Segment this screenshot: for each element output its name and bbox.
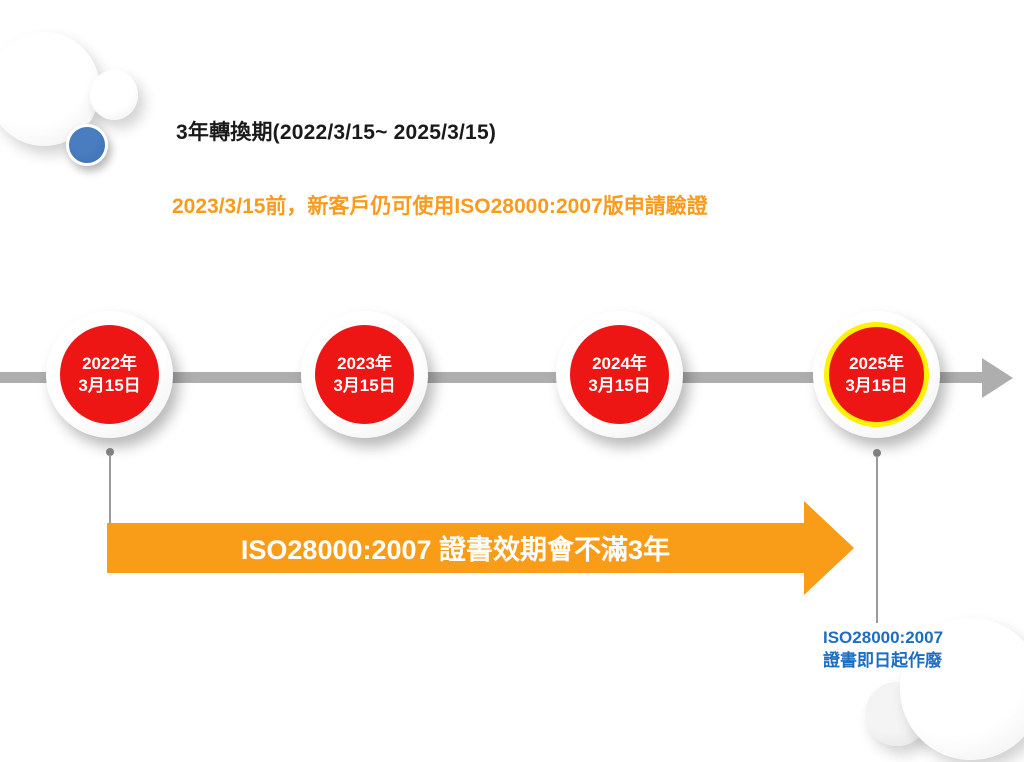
validity-banner-arrowhead-icon [804, 501, 854, 595]
expiry-callout-line1: ISO28000:2007 [823, 628, 944, 647]
milestone-year: 2025年 [849, 353, 904, 373]
milestone-year: 2022年 [82, 353, 137, 373]
decorative-circle-blue [66, 124, 108, 166]
milestone-badge: 2023年 3月15日 [315, 325, 414, 424]
milestone-badge: 2025年 3月15日 [824, 322, 929, 427]
expiry-callout-line2: 證書即日起作廢 [823, 651, 942, 670]
timeline-arrowhead-icon [982, 358, 1013, 398]
connector-line-2022 [109, 455, 111, 523]
milestone-year: 2024年 [592, 353, 647, 373]
slide-title: 3年轉換期(2022/3/15~ 2025/3/15) [176, 121, 497, 144]
validity-banner-label: ISO28000:2007 證書效期會不滿3年 [240, 534, 671, 565]
timeline-axis [0, 372, 985, 383]
milestone-day: 3月15日 [845, 375, 908, 395]
connector-line-2025 [876, 456, 878, 623]
connector-dot-2022 [106, 448, 114, 456]
decorative-circle-bottom-right-large [900, 618, 1024, 760]
expiry-callout: ISO28000:2007 證書即日起作廢 [823, 626, 943, 672]
milestone-day: 3月15日 [333, 375, 396, 395]
milestone-day: 3月15日 [78, 375, 141, 395]
milestone-2025-highlighted: 2025年 3月15日 [813, 311, 940, 438]
milestone-badge: 2024年 3月15日 [570, 325, 669, 424]
connector-dot-2025 [873, 449, 881, 457]
decorative-circle-top-left-medium [90, 70, 138, 120]
milestone-2023: 2023年 3月15日 [301, 311, 428, 438]
milestone-day: 3月15日 [588, 375, 651, 395]
validity-banner-arrow: ISO28000:2007 證書效期會不滿3年 [107, 523, 804, 573]
milestone-2024: 2024年 3月15日 [556, 311, 683, 438]
slide-subtitle: 2023/3/15前，新客戶仍可使用ISO28000:2007版申請驗證 [172, 195, 708, 218]
milestone-2022: 2022年 3月15日 [46, 311, 173, 438]
milestone-year: 2023年 [337, 353, 392, 373]
milestone-badge: 2022年 3月15日 [60, 325, 159, 424]
